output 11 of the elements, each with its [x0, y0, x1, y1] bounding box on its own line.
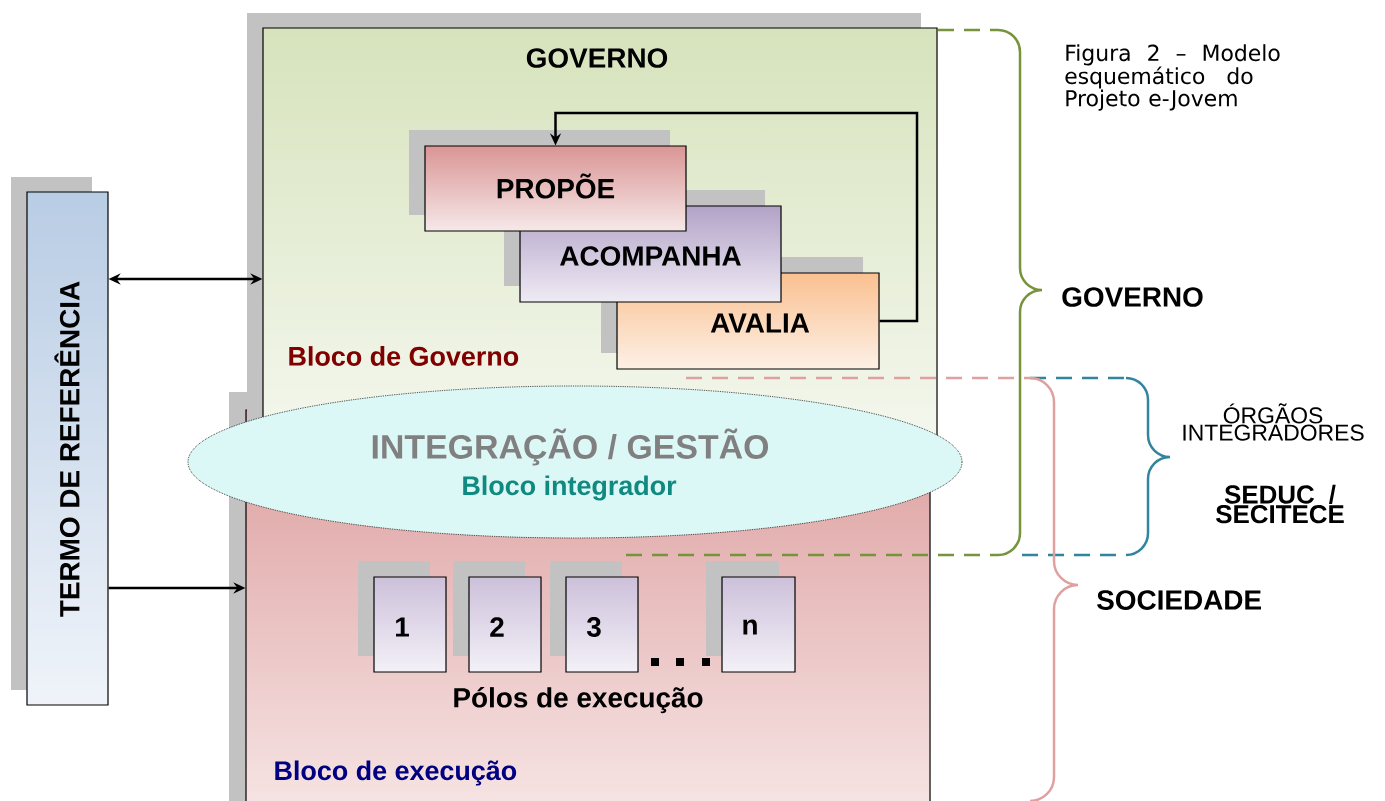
pole-box: 2 — [453, 561, 542, 673]
side-label: GOVERNO — [1062, 287, 1203, 307]
pole-box: 3 — [550, 561, 639, 673]
side-label: SEDUC / SECITECE — [1216, 484, 1344, 524]
process-box: PROPÕE — [409, 130, 687, 232]
pole-box: 1 — [358, 561, 447, 673]
side-label: ÓRGÃOS INTEGRADORES — [1183, 403, 1364, 441]
side-label: SOCIEDADE — [1097, 590, 1261, 610]
pole-box: n — [706, 561, 796, 673]
reference-box: TERMO DE REFERÊNCIA — [11, 177, 109, 706]
caption: Figura 2 – Modelo esquemático do Projeto e-Jovem — [1065, 44, 1280, 111]
